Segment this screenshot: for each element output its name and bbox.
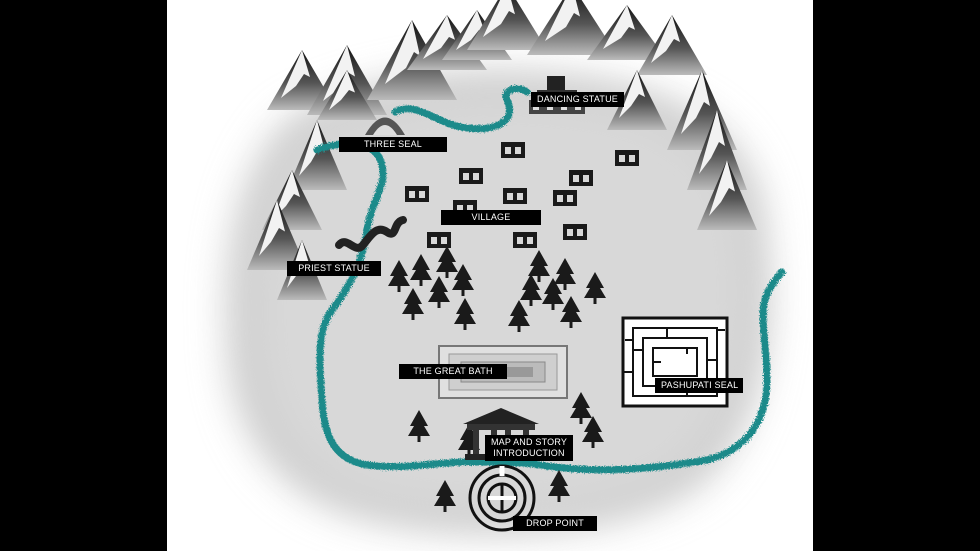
village-houses	[405, 142, 639, 248]
pine-tree-icon	[408, 410, 430, 442]
label-village[interactable]: VILLAGE	[441, 210, 541, 225]
label-dancing-statue[interactable]: DANCING STATUE	[531, 92, 624, 107]
pine-tree-icon	[554, 258, 576, 290]
village-house-icon	[563, 224, 587, 240]
mountain-peak	[607, 70, 667, 130]
map-illustration	[226, 0, 786, 535]
mountain-peak	[367, 20, 457, 100]
mountain-peak	[637, 15, 707, 75]
village-house-icon	[459, 168, 483, 184]
pashupati-maze-icon	[621, 316, 729, 408]
village-house-icon	[501, 142, 525, 158]
pine-tree-icon	[388, 260, 410, 292]
priest-snake-icon	[335, 216, 407, 252]
village-house-icon	[569, 170, 593, 186]
pine-tree-icon	[570, 392, 592, 424]
mountain-peak	[697, 160, 757, 230]
pine-tree-icon	[428, 276, 450, 308]
pine-tree-icon	[434, 480, 456, 512]
mountain-peak	[687, 110, 747, 190]
pine-tree-icon	[436, 246, 458, 278]
pine-tree-icon	[402, 288, 424, 320]
label-drop-point[interactable]: DROP POINT	[513, 516, 597, 531]
pine-tree-icon	[410, 254, 432, 286]
village-house-icon	[615, 150, 639, 166]
pine-tree-icon	[548, 470, 570, 502]
three-seal-cave-icon	[365, 117, 405, 135]
pine-tree-icon	[584, 272, 606, 304]
village-house-icon	[503, 188, 527, 204]
pine-tree-icon	[454, 298, 476, 330]
label-map-and-story-line1: MAP AND STORY	[490, 437, 568, 447]
pine-tree-icon	[542, 278, 564, 310]
mountain-range	[247, 0, 757, 300]
label-great-bath[interactable]: THE GREAT BATH	[399, 364, 507, 379]
pine-tree-icon	[520, 274, 542, 306]
label-three-seal[interactable]: THREE SEAL	[339, 137, 447, 152]
mountain-peak	[287, 120, 347, 190]
label-map-and-story-line2: INTRODUCTION	[493, 448, 565, 458]
label-pashupati-seal[interactable]: PASHUPATI SEAL	[655, 378, 743, 393]
forest	[388, 246, 606, 512]
river	[313, 85, 786, 474]
label-map-and-story[interactable]: MAP AND STORY INTRODUCTION	[485, 435, 573, 461]
label-priest-statue[interactable]: PRIEST STATUE	[287, 261, 381, 276]
pine-tree-icon	[560, 296, 582, 328]
pine-tree-icon	[452, 264, 474, 296]
pine-tree-icon	[582, 416, 604, 448]
mountain-peak	[527, 0, 617, 55]
mountain-peak	[587, 5, 667, 60]
mountain-peak	[247, 200, 307, 270]
village-house-icon	[427, 232, 451, 248]
drop-point-labyrinth-icon	[468, 464, 536, 532]
village-house-icon	[405, 186, 429, 202]
village-house-icon	[513, 232, 537, 248]
village-house-icon	[553, 190, 577, 206]
pine-tree-icon	[528, 250, 550, 282]
mountain-peak	[467, 0, 547, 50]
mountain-peak	[317, 70, 377, 120]
pine-tree-icon	[508, 300, 530, 332]
map-canvas: DANCING STATUE THREE SEAL VILLAGE PRIEST…	[167, 0, 813, 551]
